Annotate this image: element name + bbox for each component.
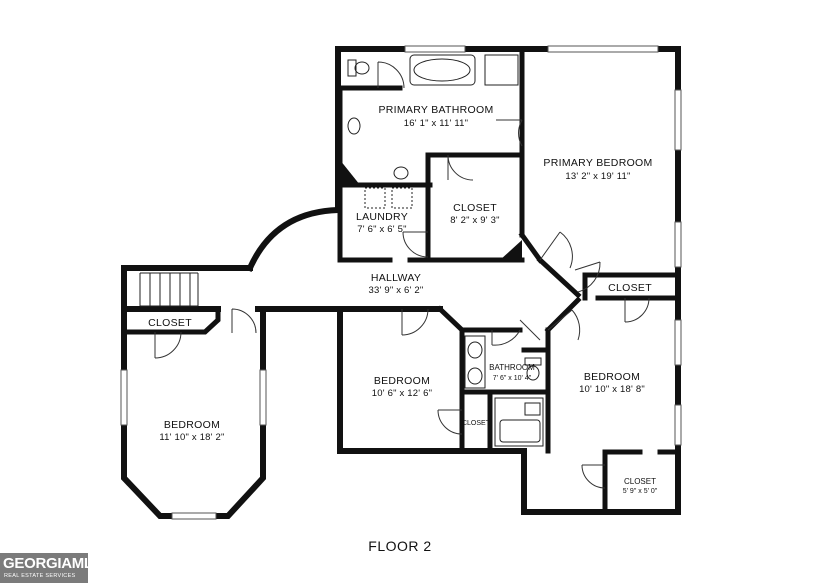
room-name-closet-left: CLOSET: [148, 317, 192, 329]
room-name-laundry: LAUNDRY: [356, 211, 408, 223]
room-name-bedroom-middle: BEDROOM: [374, 375, 430, 387]
room-dims-closet-primary: 8' 2" x 9' 3": [450, 215, 499, 226]
room-name-bedroom-right: BEDROOM: [584, 371, 640, 383]
exterior-walls: [121, 46, 681, 519]
room-name-closet-small: CLOSET: [462, 420, 491, 427]
wall-fill: [500, 240, 522, 260]
room-name-bedroom-left: BEDROOM: [164, 419, 220, 431]
room-dims-bedroom-middle: 10' 6" x 12' 6": [372, 388, 432, 399]
watermark-main: GEORGIAMLS: [3, 555, 103, 572]
watermark-sub: REAL ESTATE SERVICES: [4, 573, 76, 579]
room-dims-laundry: 7' 6" x 6' 5": [357, 224, 406, 235]
floor-label: FLOOR 2: [368, 538, 431, 554]
room-name-primary-bathroom: PRIMARY BATHROOM: [378, 104, 493, 116]
room-name-bathroom: BATHROOM: [489, 363, 535, 372]
room-name-hallway: HALLWAY: [371, 272, 421, 284]
room-dims-bedroom-right: 10' 10" x 18' 8": [579, 384, 645, 395]
doors: [154, 61, 650, 489]
room-dims-hallway: 33' 9" x 6' 2": [369, 285, 424, 296]
room-name-closet-right: CLOSET: [608, 282, 652, 294]
watermark-logo: GEORGIAMLS REAL ESTATE SERVICES: [0, 553, 103, 583]
room-name-closet-primary: CLOSET: [453, 202, 497, 214]
wall-fill: [340, 160, 360, 185]
fixtures: [139, 54, 544, 447]
room-name-primary-bedroom: PRIMARY BEDROOM: [543, 157, 652, 169]
room-dims-primary-bathroom: 16' 1" x 11' 11": [404, 118, 468, 129]
room-dims-primary-bedroom: 13' 2" x 19' 11": [565, 171, 630, 182]
room-dims-bedroom-left: 11' 10" x 18' 2": [159, 432, 224, 443]
room-dims-closet-bottom: 5' 9" x 5' 0": [623, 488, 658, 495]
room-name-closet-bottom: CLOSET: [624, 477, 656, 486]
room-dims-bathroom: 7' 6" x 10' 4": [493, 375, 532, 382]
windows: [120, 45, 682, 520]
